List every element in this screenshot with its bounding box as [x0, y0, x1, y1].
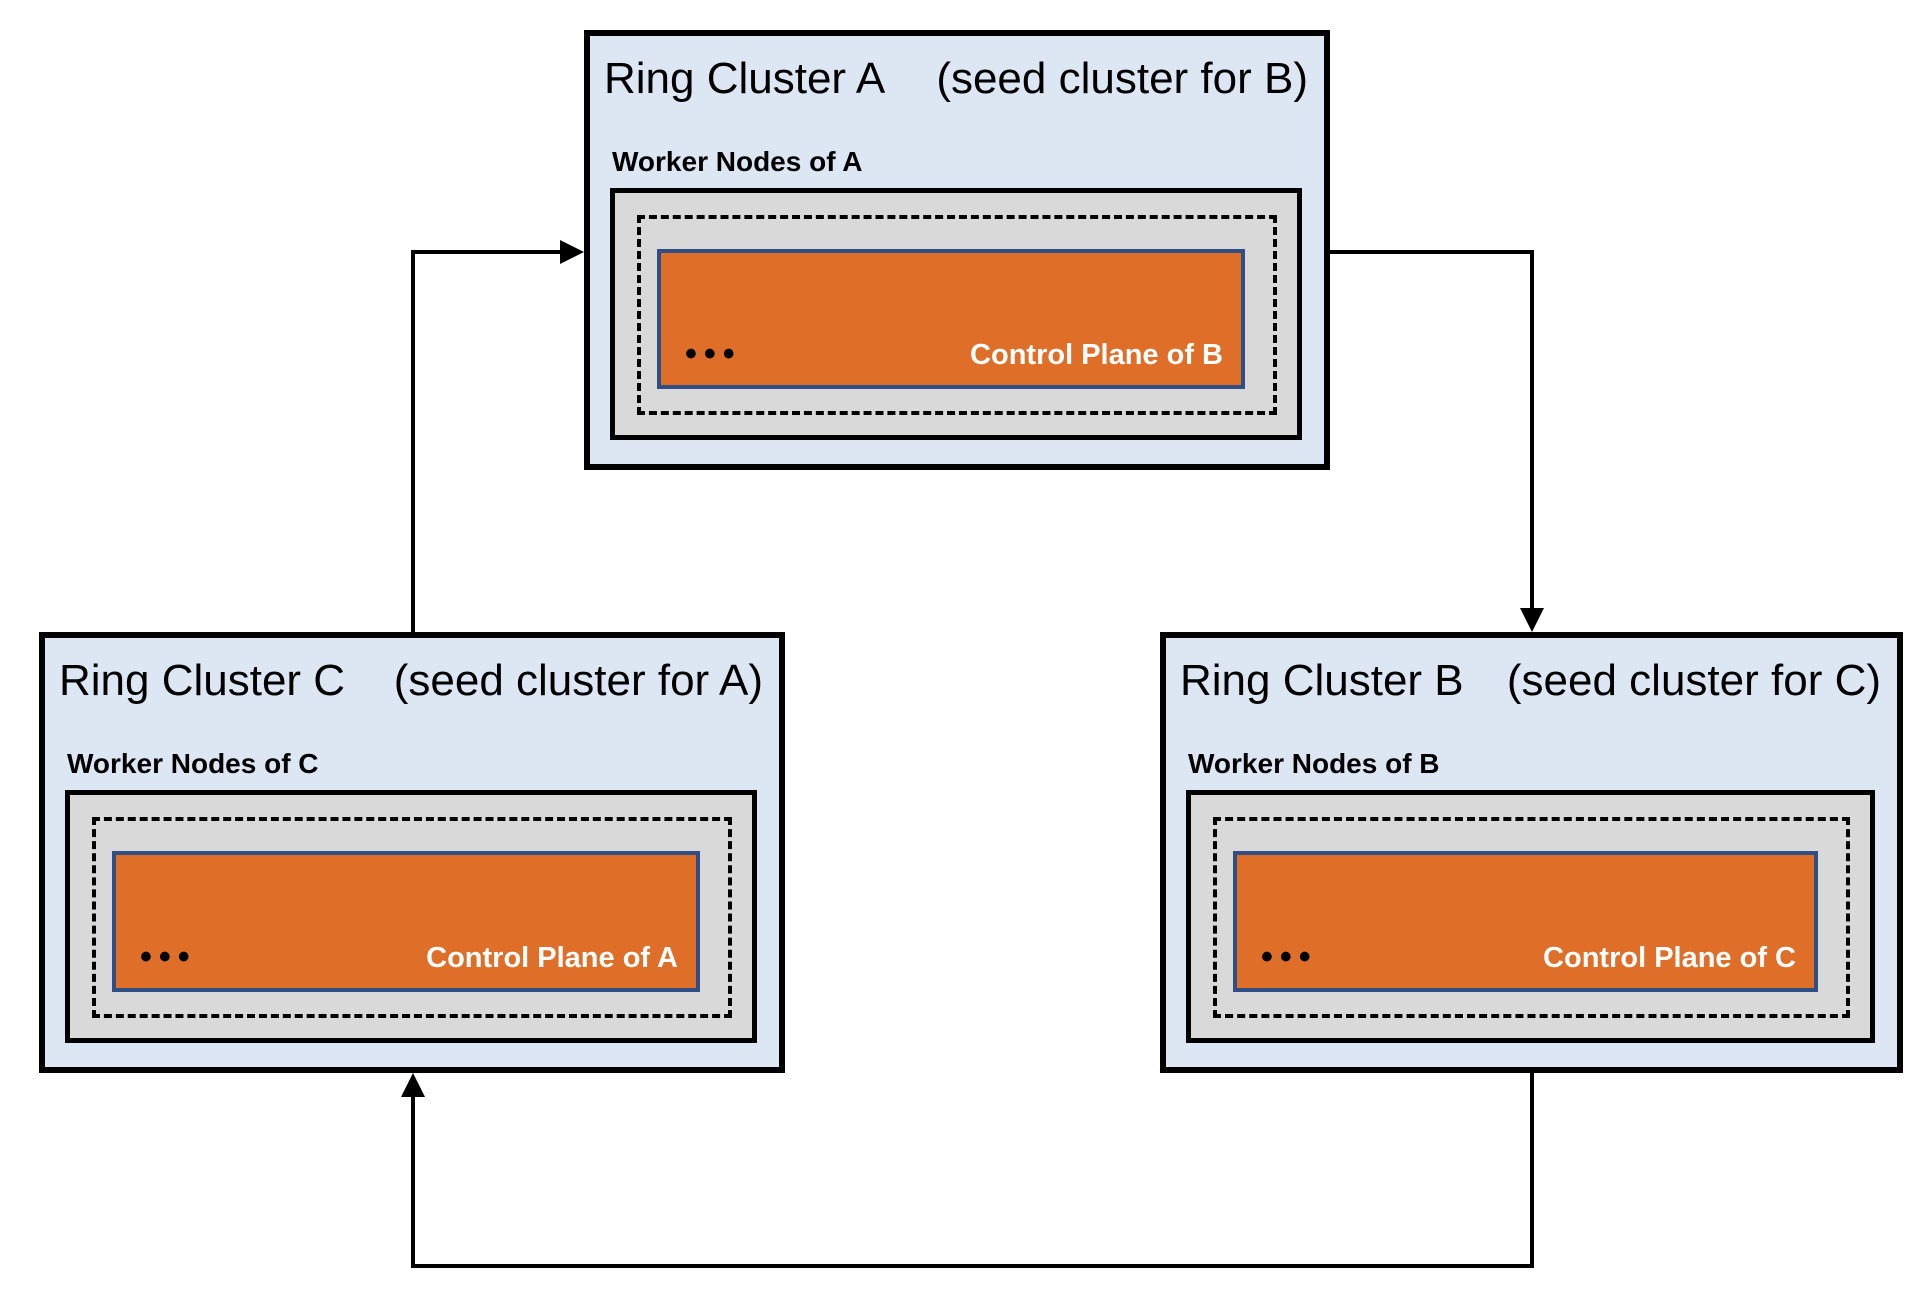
arrow-a-to-b-horizontal-line: [1330, 250, 1534, 254]
cluster-c-title-row: Ring Cluster C (seed cluster for A): [59, 656, 763, 706]
arrow-b-to-c-arrowhead-icon: [401, 1073, 425, 1097]
cluster-c-seed-note: (seed cluster for A): [393, 656, 763, 705]
cluster-c-worker-nodes-box: ••• Control Plane of A: [65, 790, 757, 1043]
cluster-a-control-plane-label: Control Plane of B: [970, 339, 1223, 372]
cluster-c-dashed-boundary: ••• Control Plane of A: [92, 817, 732, 1018]
ellipsis-dots: •••: [1261, 938, 1318, 976]
arrow-c-to-a-arrowhead-icon: [560, 240, 584, 264]
cluster-c-control-plane-label: Control Plane of A: [426, 942, 678, 975]
cluster-a-box: Ring Cluster A (seed cluster for B) Work…: [584, 30, 1330, 470]
cluster-b-control-plane-label: Control Plane of C: [1543, 942, 1796, 975]
cluster-c-box: Ring Cluster C (seed cluster for A) Work…: [39, 632, 785, 1073]
cluster-b-control-plane-box: ••• Control Plane of C: [1233, 851, 1818, 992]
cluster-a-worker-nodes-box: ••• Control Plane of B: [610, 188, 1302, 440]
cluster-c-control-plane-box: ••• Control Plane of A: [112, 851, 700, 992]
cluster-a-title: Ring Cluster A: [604, 54, 886, 103]
arrow-c-to-a-vertical-line: [411, 252, 415, 632]
cluster-a-control-plane-box: ••• Control Plane of B: [657, 249, 1245, 389]
cluster-a-seed-note: (seed cluster for B): [936, 54, 1308, 103]
arrow-b-to-c-bottom-horizontal-line: [411, 1264, 1534, 1268]
arrow-a-to-b-vertical-line: [1530, 250, 1534, 608]
cluster-a-dashed-boundary: ••• Control Plane of B: [637, 215, 1277, 415]
cluster-a-title-row: Ring Cluster A (seed cluster for B): [604, 54, 1308, 104]
arrow-c-to-a-horizontal-line: [411, 250, 560, 254]
cluster-b-worker-nodes-box: ••• Control Plane of C: [1186, 790, 1875, 1043]
cluster-c-worker-nodes-label: Worker Nodes of C: [67, 748, 319, 779]
cluster-c-title: Ring Cluster C: [59, 656, 346, 705]
ellipsis-dots: •••: [140, 938, 197, 976]
arrow-a-to-b-arrowhead-icon: [1520, 608, 1544, 632]
cluster-b-title-row: Ring Cluster B (seed cluster for C): [1180, 656, 1881, 706]
arrow-b-to-c-left-vertical-line: [411, 1097, 415, 1267]
cluster-b-dashed-boundary: ••• Control Plane of C: [1213, 817, 1850, 1018]
cluster-a-worker-nodes-label: Worker Nodes of A: [612, 146, 863, 177]
cluster-b-worker-nodes-label: Worker Nodes of B: [1188, 748, 1440, 779]
ellipsis-dots: •••: [685, 335, 742, 373]
cluster-b-box: Ring Cluster B (seed cluster for C) Work…: [1160, 632, 1903, 1073]
cluster-b-title: Ring Cluster B: [1180, 656, 1464, 705]
cluster-b-seed-note: (seed cluster for C): [1506, 656, 1881, 705]
arrow-b-to-c-right-vertical-line: [1530, 1073, 1534, 1268]
